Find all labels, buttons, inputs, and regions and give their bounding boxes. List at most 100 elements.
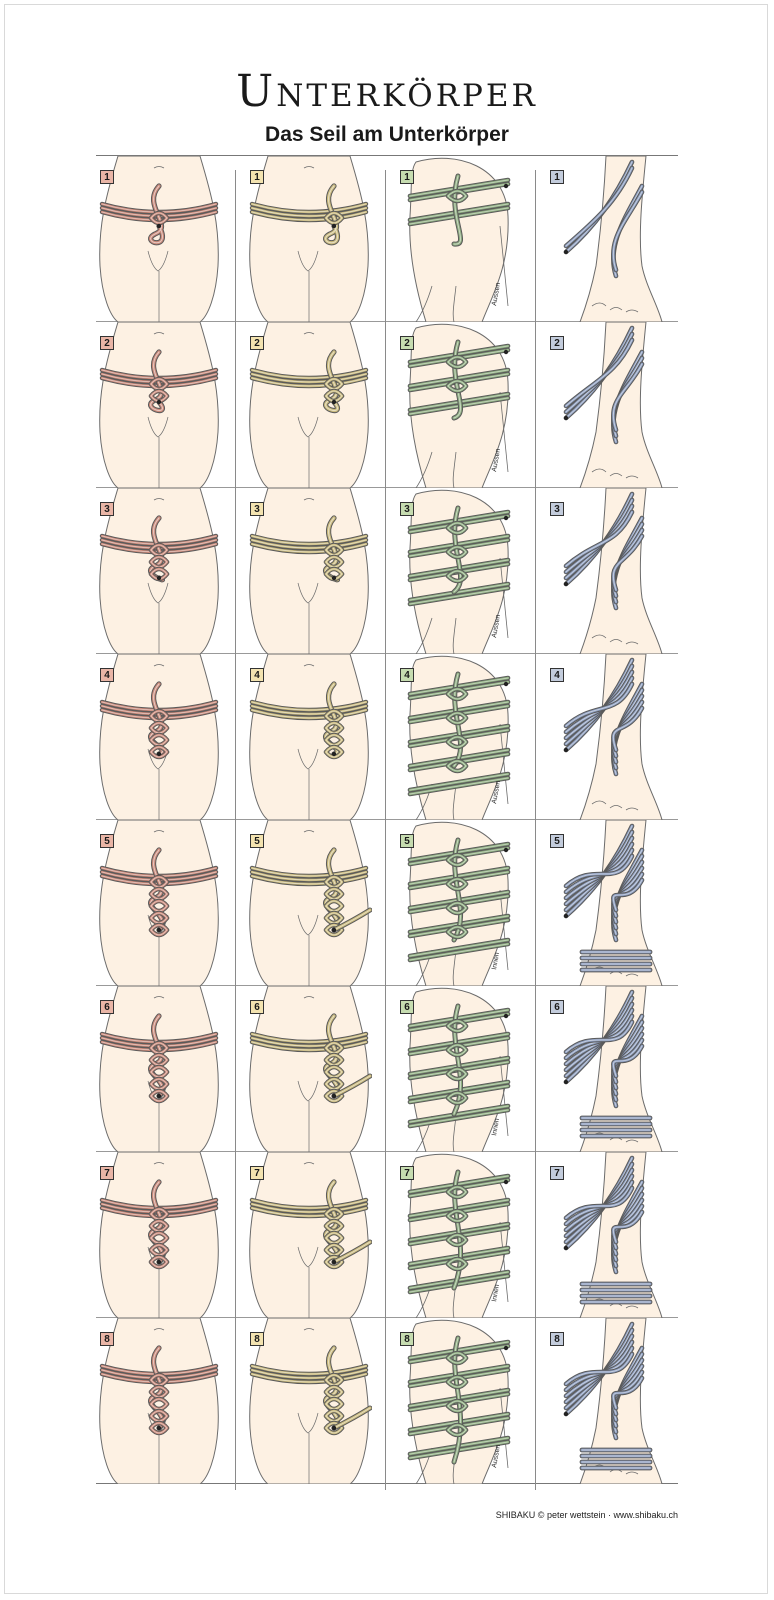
step-number-badge: 2 [400, 336, 414, 350]
svg-text:Aussen: Aussen [491, 780, 502, 804]
step-number-badge: 6 [100, 1000, 114, 1014]
row-divider [96, 1317, 678, 1318]
svg-text:Innen: Innen [491, 952, 501, 971]
hip-front-illustration [249, 820, 372, 986]
col-hip-side-step-7: 7 [246, 1152, 372, 1318]
col-hip-side-step-2: 2 [246, 322, 372, 488]
svg-text:Innen: Innen [491, 1118, 501, 1137]
column-divider [235, 170, 236, 1490]
step-number-badge: 2 [550, 336, 564, 350]
hip-front-illustration [99, 488, 219, 654]
step-number-badge: 4 [400, 668, 414, 682]
col-hip-side-step-1: 1 [246, 156, 372, 322]
step-number-badge: 8 [250, 1332, 264, 1346]
step-number-badge: 8 [400, 1332, 414, 1346]
step-number-badge: 5 [100, 834, 114, 848]
svg-text:Aussen: Aussen [491, 448, 502, 472]
step-number-badge: 3 [100, 502, 114, 516]
step-number-badge: 1 [100, 170, 114, 184]
foot-illustration [563, 322, 663, 488]
col-thigh-step-4: Aussen 4 [396, 654, 522, 820]
step-number-badge: 4 [100, 668, 114, 682]
credits-footer: SHIBAKU © peter wettstein · www.shibaku.… [495, 1510, 678, 1520]
col-hip-front-step-8: 8 [96, 1318, 222, 1484]
col-hip-side-step-4: 4 [246, 654, 372, 820]
col-foot-step-2: 2 [546, 322, 672, 488]
col-hip-front-step-7: 7 [96, 1152, 222, 1318]
hip-front-illustration [249, 488, 369, 654]
step-number-badge: 5 [550, 834, 564, 848]
step-number-badge: 6 [400, 1000, 414, 1014]
step-number-badge: 7 [100, 1166, 114, 1180]
col-thigh-step-6: Innen 6 [396, 986, 522, 1152]
col-foot-step-1: 1 [546, 156, 672, 322]
step-number-badge: 2 [250, 336, 264, 350]
hip-front-illustration [99, 322, 219, 488]
thigh-illustration: Aussen [407, 489, 511, 654]
hip-front-illustration [249, 156, 369, 322]
col-hip-side-step-8: 8 [246, 1318, 372, 1484]
step-number-badge: 7 [550, 1166, 564, 1180]
step-number-badge: 6 [550, 1000, 564, 1014]
step-number-badge: 7 [250, 1166, 264, 1180]
svg-text:Aussen: Aussen [491, 282, 502, 306]
col-foot-step-8: 8 [546, 1318, 672, 1484]
foot-illustration [563, 1152, 663, 1318]
foot-illustration [563, 1318, 663, 1484]
step-number-badge: 4 [250, 668, 264, 682]
col-foot-step-4: 4 [546, 654, 672, 820]
col-hip-side-step-5: 5 [246, 820, 372, 986]
step-number-badge: 1 [550, 170, 564, 184]
hip-front-illustration [249, 654, 369, 820]
thigh-illustration: Aussen [407, 323, 511, 488]
col-thigh-step-5: Innen 5 [396, 820, 522, 986]
col-hip-front-step-6: 6 [96, 986, 222, 1152]
foot-illustration [563, 156, 663, 322]
thigh-illustration: Aussen [407, 655, 511, 820]
step-number-badge: 8 [550, 1332, 564, 1346]
col-foot-step-6: 6 [546, 986, 672, 1152]
row-divider [96, 1483, 678, 1484]
hip-front-illustration [99, 156, 219, 322]
step-number-badge: 5 [400, 834, 414, 848]
step-number-badge: 8 [100, 1332, 114, 1346]
thigh-illustration: Aussen [407, 1319, 511, 1484]
thigh-illustration: Aussen [407, 157, 511, 322]
col-hip-front-step-4: 4 [96, 654, 222, 820]
step-number-badge: 6 [250, 1000, 264, 1014]
page-title: Unterkörper [236, 66, 538, 117]
column-divider [385, 170, 386, 1490]
row-divider [96, 487, 678, 488]
thigh-illustration: Innen [407, 1153, 511, 1318]
col-hip-side-step-3: 3 [246, 488, 372, 654]
row-divider [96, 321, 678, 322]
col-thigh-step-2: Aussen 2 [396, 322, 522, 488]
hip-front-illustration [99, 820, 219, 986]
foot-illustration [563, 986, 663, 1152]
hip-front-illustration [249, 1152, 372, 1318]
step-number-badge: 1 [250, 170, 264, 184]
step-number-badge: 3 [400, 502, 414, 516]
hip-front-illustration [99, 654, 219, 820]
column-divider [535, 170, 536, 1490]
hip-front-illustration [249, 986, 372, 1152]
foot-illustration [563, 488, 663, 654]
col-foot-step-7: 7 [546, 1152, 672, 1318]
col-foot-step-3: 3 [546, 488, 672, 654]
col-hip-front-step-1: 1 [96, 156, 222, 322]
row-divider [96, 1151, 678, 1152]
hip-front-illustration [99, 1152, 219, 1318]
hip-front-illustration [249, 1318, 372, 1484]
col-hip-front-step-5: 5 [96, 820, 222, 986]
step-number-badge: 3 [550, 502, 564, 516]
svg-text:Aussen: Aussen [491, 1444, 502, 1468]
step-number-badge: 4 [550, 668, 564, 682]
row-divider [96, 155, 678, 156]
row-divider [96, 653, 678, 654]
foot-illustration [563, 654, 663, 820]
col-foot-step-5: 5 [546, 820, 672, 986]
col-hip-front-step-3: 3 [96, 488, 222, 654]
